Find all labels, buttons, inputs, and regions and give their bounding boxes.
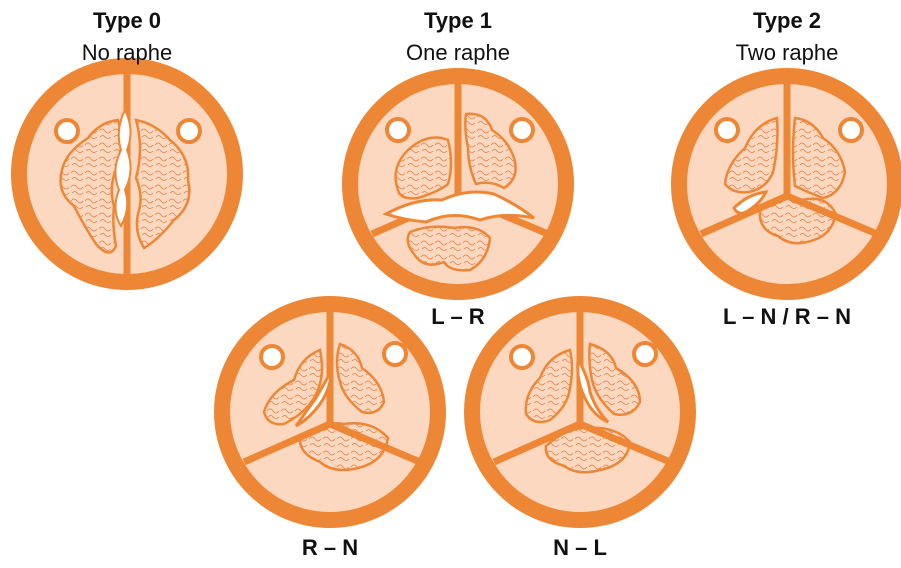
coronary-ostium-left <box>511 346 533 368</box>
valve-caption-l-r: L – R <box>388 304 528 330</box>
valve-subtitle-type-2: Two raphe <box>702 40 872 66</box>
valve-title-type-2: Type 2 <box>717 8 857 34</box>
valve-type-0 <box>19 66 235 282</box>
valve-subtitle-type-1: One raphe <box>378 40 538 66</box>
valve-subtitle-type-0: No raphe <box>47 40 207 66</box>
coronary-ostium-left <box>261 346 283 368</box>
valve-n-l <box>472 304 688 520</box>
valve-title-type-0: Type 0 <box>57 8 197 34</box>
coronary-ostium-right <box>634 343 656 365</box>
valve-caption-type-2: L – N / R – N <box>697 304 877 330</box>
valve-caption-r-n: R – N <box>270 535 390 561</box>
coronary-ostium-left <box>716 119 738 141</box>
coronary-ostium-right <box>178 120 200 142</box>
coronary-ostium-right <box>840 119 862 141</box>
coronary-ostium-right <box>384 343 406 365</box>
valve-r-n <box>222 304 438 520</box>
valve-title-type-1: Type 1 <box>388 8 528 34</box>
coronary-ostium-right <box>511 119 533 141</box>
coronary-ostium-left <box>387 119 409 141</box>
valve-caption-n-l: N – L <box>520 535 640 561</box>
valve-type-1-l-r <box>350 76 566 292</box>
valve-type-2 <box>679 76 895 292</box>
coronary-ostium-left <box>56 120 78 142</box>
